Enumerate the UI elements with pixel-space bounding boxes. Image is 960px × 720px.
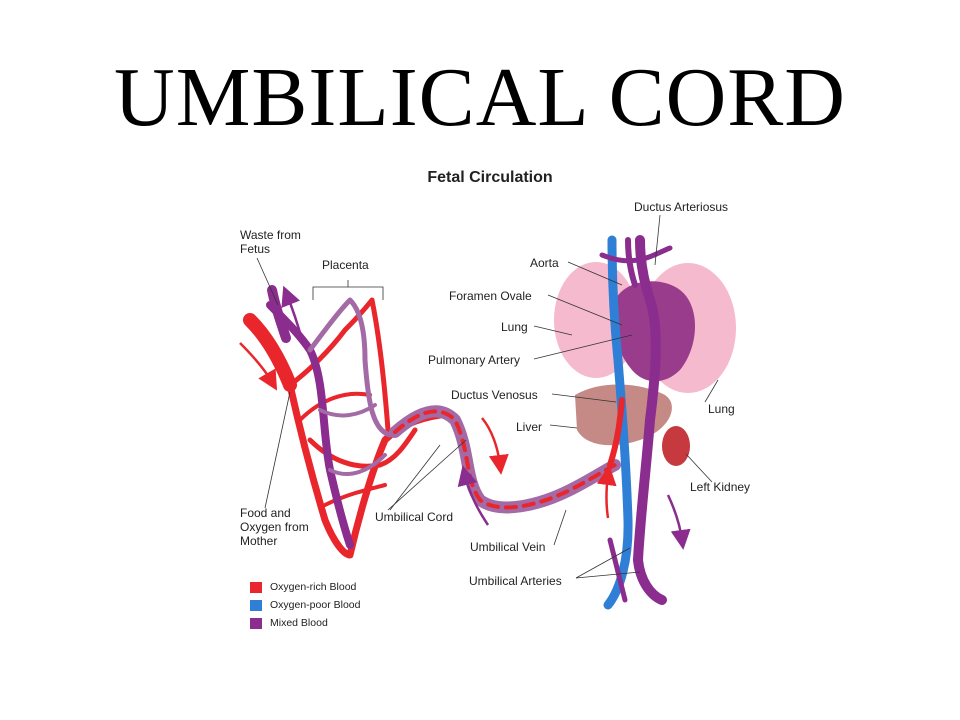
legend-item-oxygen-rich: Oxygen-rich Blood [250,578,360,596]
label-umbilical-vein: Umbilical Vein [470,540,546,554]
flow-arrows [239,285,691,550]
label-ductus-venosus: Ductus Venosus [451,388,538,402]
label-lung-left: Lung [501,320,528,334]
legend: Oxygen-rich Blood Oxygen-poor Blood Mixe… [250,578,360,632]
label-waste: Waste from Fetus [240,228,301,256]
label-pulmonary-artery: Pulmonary Artery [428,353,521,367]
fetal-vessels [599,235,673,610]
label-food: Food and Oxygen from Mother [240,506,309,548]
label-lung-right: Lung [708,402,735,416]
legend-item-oxygen-poor: Oxygen-poor Blood [250,596,360,614]
umbilical-cord [389,405,621,514]
legend-swatch [250,617,262,629]
slide-title: UMBILICAL CORD [114,51,846,144]
leader-lines [256,214,719,579]
aorta-vessel [632,235,667,605]
maternal-artery-red [243,313,297,392]
label-left-kidney: Left Kidney [690,480,751,494]
label-umbilical-cord: Umbilical Cord [375,510,454,524]
legend-swatch [250,581,262,593]
label-placenta: Placenta [322,258,369,272]
vena-cava [603,235,633,610]
label-liver: Liver [516,420,543,434]
umbilical-vein-in-body [607,397,625,468]
label-umbilical-arteries: Umbilical Arteries [469,574,562,588]
legend-swatch [250,599,262,611]
legend-label: Oxygen-poor Blood [270,599,361,611]
label-ductus-arteriosus: Ductus Arteriosus [634,200,729,214]
legend-item-mixed: Mixed Blood [250,614,360,632]
kidney-shape [662,426,690,466]
legend-label: Mixed Blood [270,617,328,629]
legend-label: Oxygen-rich Blood [270,581,357,593]
label-foramen-ovale: Foramen Ovale [449,289,532,303]
label-aorta: Aorta [530,256,559,270]
figure-title: Fetal Circulation [427,169,553,186]
